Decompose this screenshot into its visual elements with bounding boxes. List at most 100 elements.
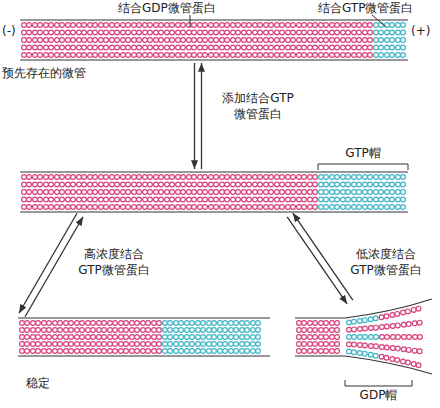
tubulin-subunit: [264, 23, 269, 28]
tubulin-subunit: [165, 53, 170, 58]
tubulin-subunit: [319, 335, 324, 340]
tubulin-subunit: [286, 175, 291, 180]
tubulin-subunit: [302, 335, 307, 340]
tubulin-subunit: [297, 30, 302, 35]
tubulin-subunit: [60, 45, 65, 50]
tubulin-subunit: [374, 325, 379, 330]
tubulin-subunit: [406, 348, 411, 353]
tubulin-subunit: [286, 205, 291, 210]
tubulin-subunit: [229, 321, 234, 326]
tubulin-subunit: [192, 45, 197, 50]
tubulin-subunit: [126, 205, 131, 210]
tubulin-subunit: [385, 197, 390, 202]
tubulin-subunit: [71, 190, 76, 195]
tubulin-subunit: [302, 182, 307, 187]
tubulin-subunit: [212, 321, 217, 326]
tubulin-subunit: [91, 328, 96, 333]
tubulin-subunit: [174, 342, 179, 347]
reversible-arrow: [287, 213, 353, 304]
tubulin-subunit: [174, 349, 179, 354]
tubulin-subunit: [374, 344, 379, 349]
tubulin-subunit: [27, 205, 32, 210]
tubulin-subunit: [236, 205, 241, 210]
tubulin-subunit: [231, 45, 236, 50]
tubulin-subunit: [179, 342, 184, 347]
tubulin-subunit: [225, 30, 230, 35]
tubulin-subunit: [170, 205, 175, 210]
tubulin-subunit: [368, 175, 373, 180]
tubulin-subunit: [223, 342, 228, 347]
tubulin-subunit: [218, 335, 223, 340]
tubulin-subunit: [33, 38, 38, 43]
tubulin-subunit: [390, 23, 395, 28]
tubulin-subunit: [179, 328, 184, 333]
tubulin-subunit: [132, 30, 137, 35]
tubulin-subunit: [60, 182, 65, 187]
tubulin-subunit: [176, 30, 181, 35]
tubulin-subunit: [313, 190, 318, 195]
tubulin-subunit: [223, 349, 228, 354]
tubulin-subunit: [258, 197, 263, 202]
tubulin-subunit: [313, 197, 318, 202]
tubulin-subunit: [93, 53, 98, 58]
tubulin-subunit: [179, 335, 184, 340]
tubulin-subunit: [181, 175, 186, 180]
tubulin-subunit: [308, 349, 313, 354]
tubulin-subunit: [390, 197, 395, 202]
tubulin-subunit: [385, 190, 390, 195]
state-caption: GDP帽: [345, 388, 412, 403]
tubulin-subunit: [379, 345, 384, 350]
tubulin-subunit: [181, 205, 186, 210]
tubulin-subunit: [55, 182, 60, 187]
tubulin-subunit: [124, 321, 129, 326]
tubulin-subunit: [190, 321, 195, 326]
tubulin-subunit: [319, 182, 324, 187]
tubulin-subunit: [126, 45, 131, 50]
tubulin-subunit: [88, 23, 93, 28]
tubulin-subunit: [102, 328, 107, 333]
tubulin-subunit: [341, 23, 346, 28]
tubulin-subunit: [236, 182, 241, 187]
tubulin-subunit: [60, 205, 65, 210]
tubulin-subunit: [269, 205, 274, 210]
tubulin-subunit: [174, 335, 179, 340]
tubulin-subunit: [33, 45, 38, 50]
tubulin-subunit: [229, 349, 234, 354]
tubulin-subunit: [163, 335, 168, 340]
tubulin-subunit: [135, 349, 140, 354]
tubulin-subunit: [220, 205, 225, 210]
tubulin-subunit: [302, 190, 307, 195]
tubulin-subunit: [36, 335, 41, 340]
tubulin-subunit: [137, 175, 142, 180]
tubulin-subunit: [324, 45, 329, 50]
tubulin-subunit: [181, 23, 186, 28]
tubulin-subunit: [220, 30, 225, 35]
tubulin-subunit: [264, 190, 269, 195]
tubulin-subunit: [401, 53, 406, 58]
tubulin-subunit: [31, 342, 36, 347]
leader-line: [372, 15, 386, 27]
tubulin-subunit: [49, 175, 54, 180]
tubulin-subunit: [390, 175, 395, 180]
tubulin-subunit: [64, 335, 69, 340]
tubulin-subunit: [229, 342, 234, 347]
tubulin-subunit: [390, 357, 395, 362]
tubulin-subunit: [220, 175, 225, 180]
tubulin-subunit: [308, 335, 313, 340]
tubulin-subunit: [346, 197, 351, 202]
tubulin-subunit: [390, 313, 395, 318]
tubulin-subunit: [346, 205, 351, 210]
tubulin-subunit: [214, 205, 219, 210]
arrow-line: [19, 213, 77, 313]
tubulin-subunit: [406, 360, 411, 365]
tubulin-subunit: [159, 182, 164, 187]
tubulin-subunit: [124, 335, 129, 340]
tubulin-subunit: [335, 335, 340, 340]
tubulin-subunit: [207, 328, 212, 333]
cap-bracket: [345, 380, 412, 386]
tubulin-subunit: [223, 321, 228, 326]
tubulin-subunit: [236, 190, 241, 195]
tubulin-subunit: [390, 38, 395, 43]
tubulin-subunit: [280, 38, 285, 43]
